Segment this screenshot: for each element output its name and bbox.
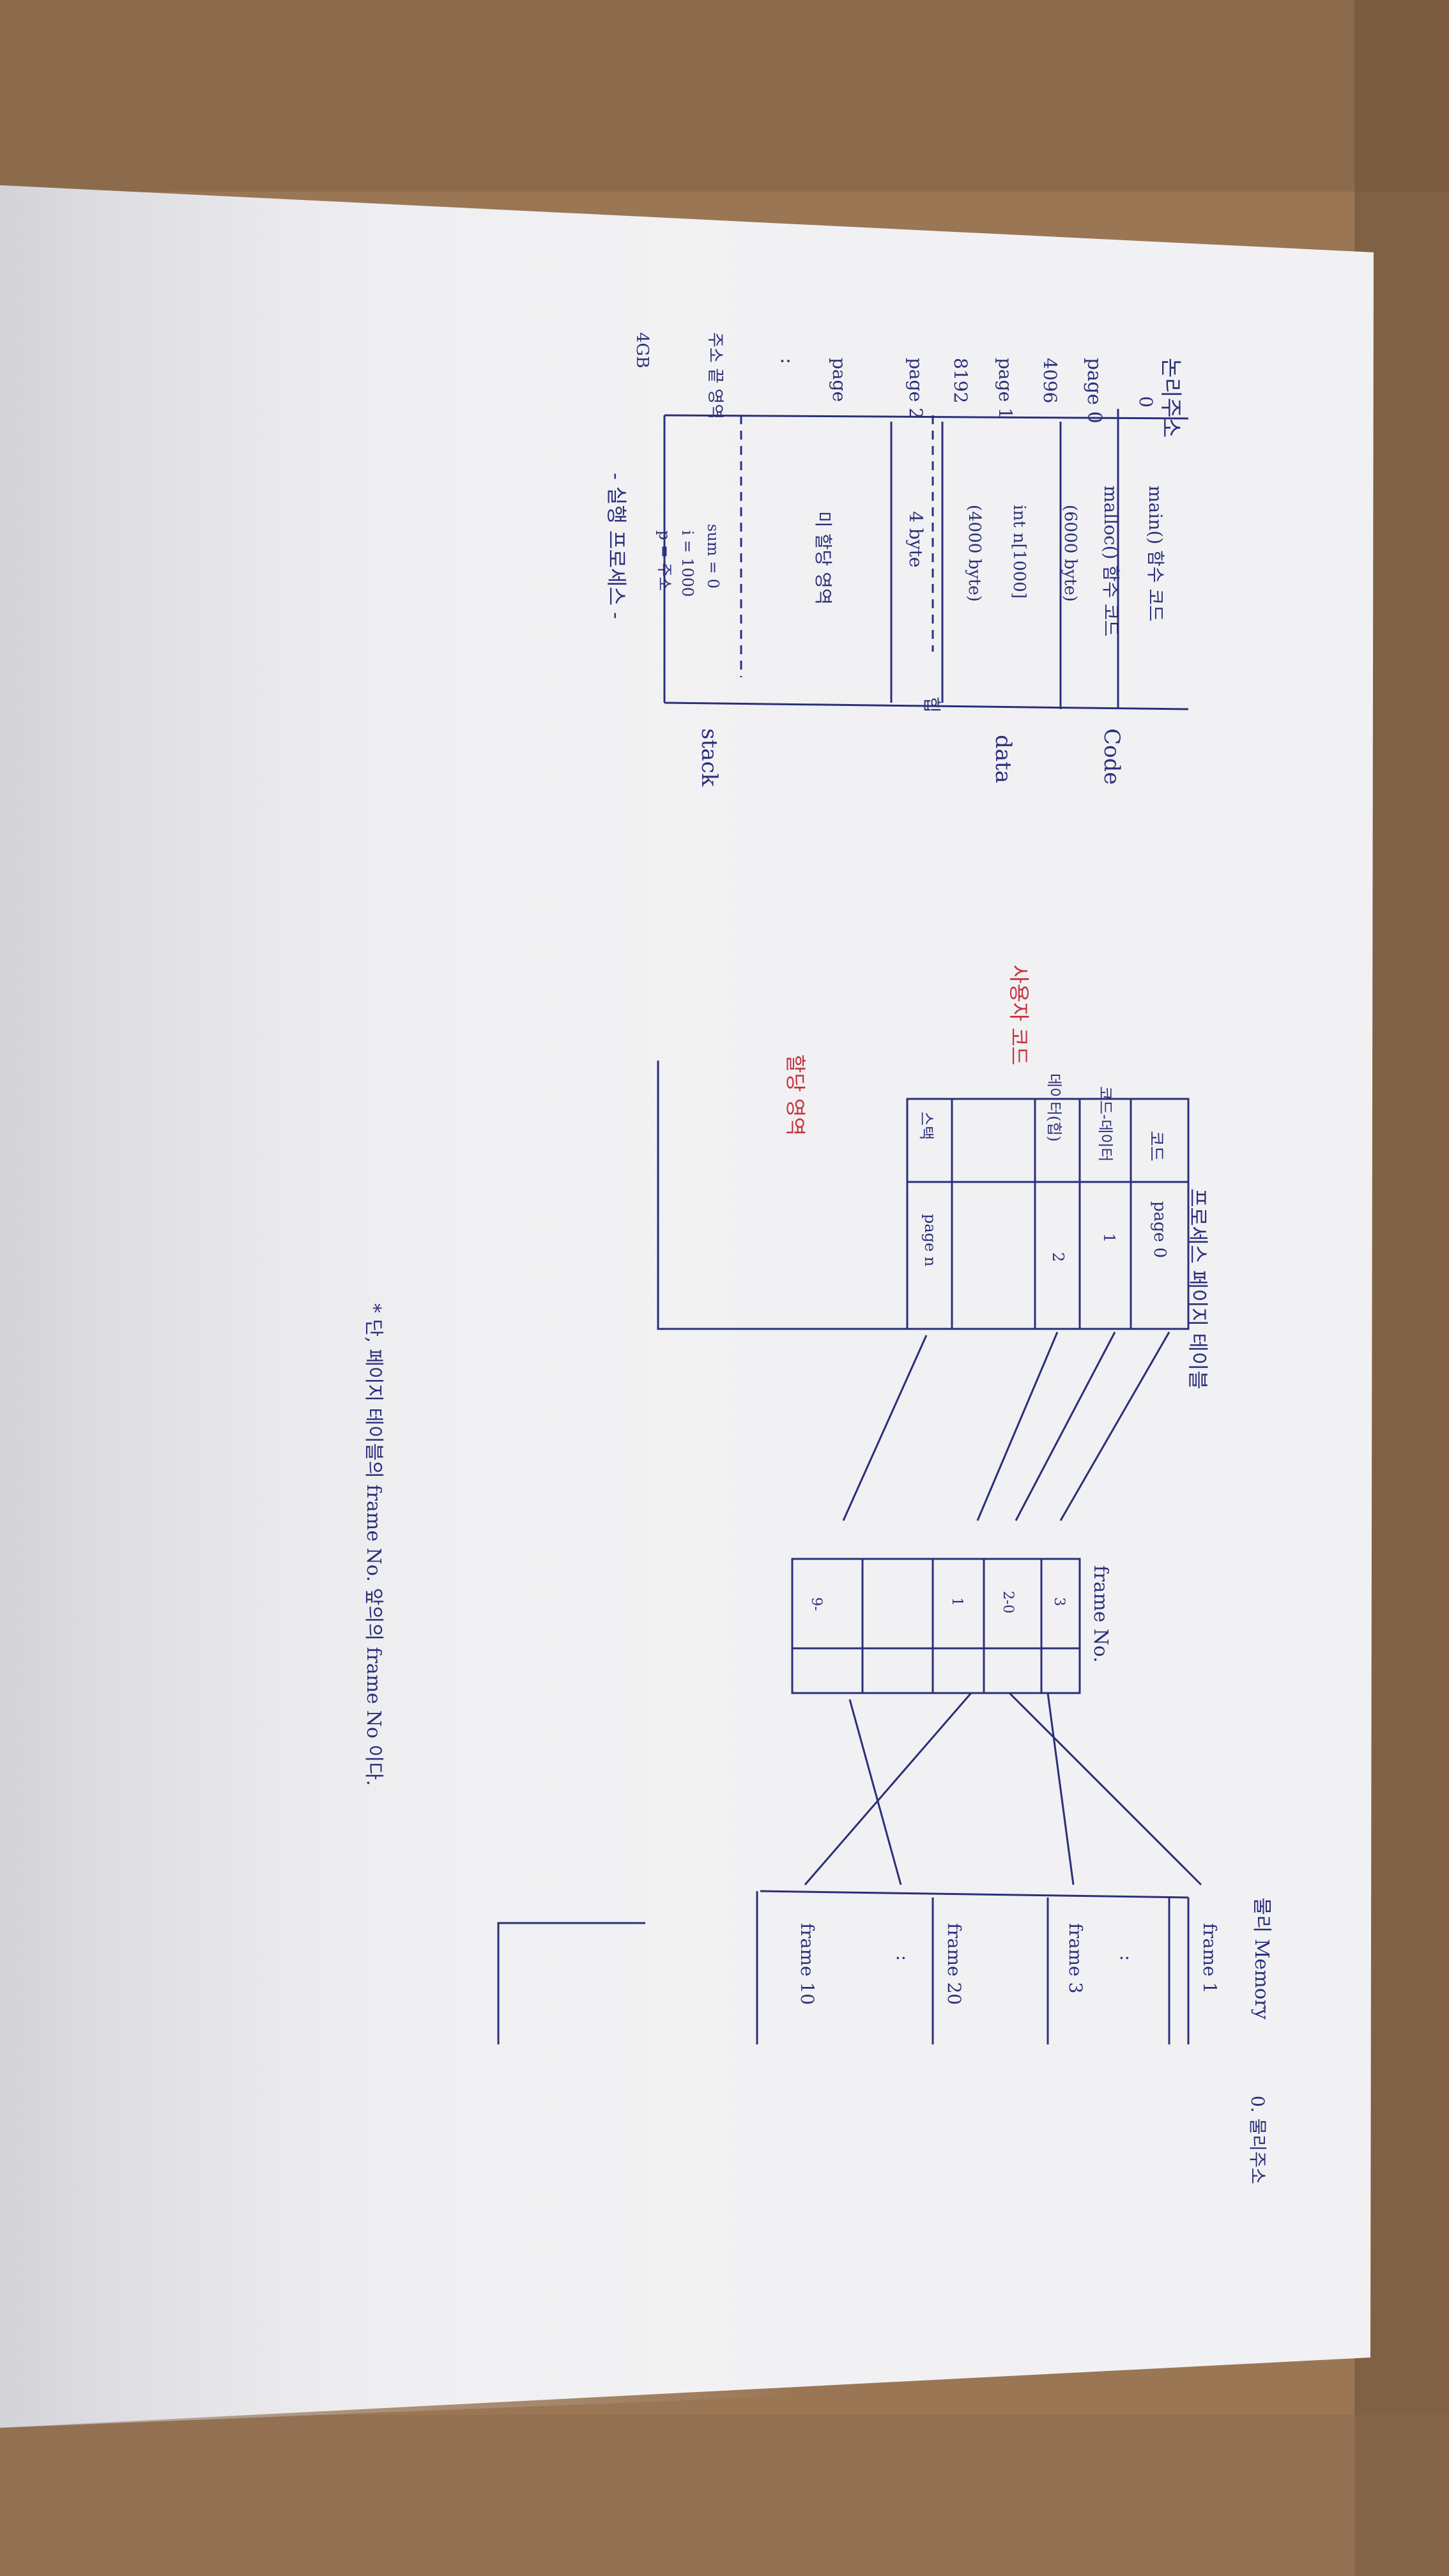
arrow-6 [1046, 1692, 1075, 1885]
pt-red-note2: 할당 영역 [783, 1054, 808, 1136]
pt-row4-page: page n [921, 1214, 939, 1267]
page-table-box [906, 1098, 1190, 1330]
row-4096-addr: 4096 [1039, 358, 1061, 404]
segment-heap: 힙 [921, 696, 942, 713]
row-8192-addr: 8192 [950, 358, 971, 404]
row-unalloc-content: 미 할당 영역 [813, 511, 834, 605]
row-page0-addr: page 0 [1083, 358, 1105, 424]
row-end-content: sum = 0 [704, 524, 722, 589]
process-box-baseline [664, 414, 1189, 420]
phys-frame-0: frame 1 [1199, 1923, 1220, 1994]
frame-val-0: 3 [1051, 1597, 1067, 1606]
frame-val-5: 9- [808, 1597, 824, 1611]
phys-frame-1: : [1116, 1955, 1137, 1961]
ink-lines [497, 409, 1202, 2044]
frame-val-1: 2-0 [1000, 1591, 1016, 1614]
arrow-1 [1059, 1331, 1170, 1521]
segment-stack: stack [696, 728, 722, 787]
segment-data: data [990, 735, 1016, 783]
row-page1-content: int n[1000] [1009, 505, 1029, 599]
page-table-title: 프로세스 페이지 테이블 [1186, 1188, 1210, 1390]
row-page-addr: page [829, 358, 850, 402]
row-end-content3: p = 주소 [656, 530, 673, 591]
address-zero: 0 [1135, 396, 1156, 408]
arrow-8 [848, 1699, 902, 1885]
process-box-top [664, 702, 1189, 710]
paper-shadow [0, 185, 799, 2428]
row-dots-addr: : [776, 358, 799, 365]
row-4gb-addr: 4GB [632, 332, 652, 369]
pt-row4-label: 스택 [917, 1112, 935, 1140]
arrow-3 [976, 1331, 1059, 1521]
arrow-4 [842, 1335, 928, 1521]
phys-frame-5: frame 10 [797, 1923, 818, 2005]
pt-row1-label: 코드-데이터 [1096, 1086, 1114, 1162]
phys-frame-4: : [893, 1955, 914, 1961]
phys-frame-3: frame 20 [944, 1923, 965, 2005]
row-page2-addr: page 2 [905, 358, 926, 419]
empty-region [657, 1061, 907, 1330]
row-page0-content: main() 함수 코드 [1145, 486, 1166, 622]
pt-red-note: 사용자 코드 [1007, 965, 1031, 1066]
wood-grain-1 [0, 0, 1449, 192]
logical-address-label: 논리주소 [1158, 358, 1183, 438]
row-page2-content: 4 byte [905, 511, 926, 568]
row-page0-content2: malloc() 함수 코드 [1100, 486, 1121, 637]
wood-grain-3 [0, 2415, 1449, 2576]
pt-row0-page: page 0 [1150, 1201, 1169, 1258]
phys-mem-left [760, 1890, 1189, 1899]
footnote: * 단, 페이지 테이블의 frame No. 앞의의 frame No 이다. [362, 1303, 385, 1786]
process-footer: - 실행 프로세스 - [604, 473, 629, 619]
frame-table-box [791, 1558, 1081, 1694]
phys-mem-suffix: 0. 물리주소 [1247, 2096, 1268, 2184]
pt-row2-page: 2 [1049, 1252, 1067, 1262]
arrow-2 [1015, 1331, 1116, 1521]
frame-table-title: frame No. [1089, 1565, 1112, 1663]
pt-row0-label: 코드 [1146, 1131, 1165, 1162]
row-4096-content: (6000 byte) [1061, 505, 1080, 602]
row-page1-addr: page 1 [995, 358, 1016, 419]
row-page1-content2: (4000 byte) [965, 505, 984, 602]
segment-code: Code [1099, 728, 1124, 785]
row-end-addr: 주소 끝 영역 [705, 332, 724, 420]
frame-val-2: 1 [949, 1597, 965, 1606]
phys-mem-title: 물리 Memory [1250, 1897, 1273, 2020]
arrow-7 [804, 1692, 972, 1885]
row-end-content2: i = 1000 [678, 530, 696, 597]
pt-row1-page: 1 [1100, 1233, 1118, 1243]
phys-frame-2: frame 3 [1065, 1923, 1086, 1994]
arrow-5 [1008, 1692, 1202, 1886]
pt-row2-label: 데이터(힙) [1045, 1073, 1063, 1142]
phys-mem-bottom [497, 1922, 645, 2044]
